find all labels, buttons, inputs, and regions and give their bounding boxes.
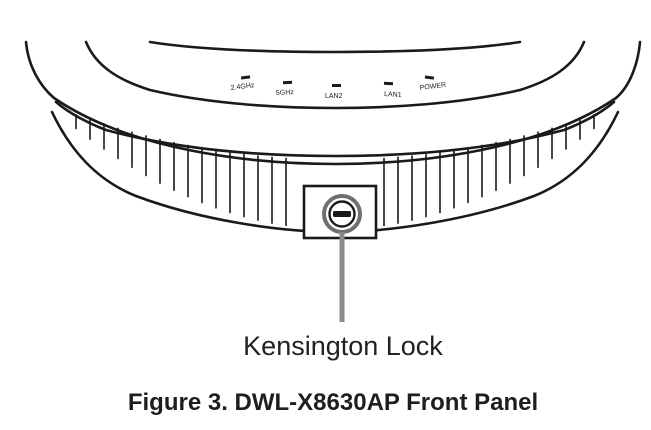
led-indicators: 2.4GHz 5GHz LAN2 LAN1 POWER: [230, 75, 446, 100]
top-ring: [148, 40, 522, 54]
kensington-lock-slot: [302, 184, 378, 240]
bezel-ring: [54, 100, 616, 158]
led-power-indicator: [424, 75, 435, 80]
figure-caption: Figure 3. DWL-X8630AP Front Panel: [128, 389, 538, 416]
outer-rim: [24, 40, 642, 166]
lock-port-slot: [333, 211, 351, 217]
led-24ghz-indicator: [240, 75, 251, 80]
led-label-lan2: LAN2: [325, 93, 343, 100]
led-label-lan1: LAN1: [384, 91, 402, 99]
led-lan1-indicator: [383, 81, 394, 86]
led-lan2-indicator: [332, 84, 341, 87]
inner-rim: [84, 40, 586, 110]
led-label-5ghz: 5GHz: [276, 89, 295, 97]
led-label-24ghz: 2.4GHz: [230, 82, 255, 92]
led-label-power: POWER: [419, 82, 446, 92]
skirt-ribs: [75, 114, 595, 227]
callout-label: Kensington Lock: [243, 331, 443, 361]
led-5ghz-indicator: [282, 80, 293, 85]
